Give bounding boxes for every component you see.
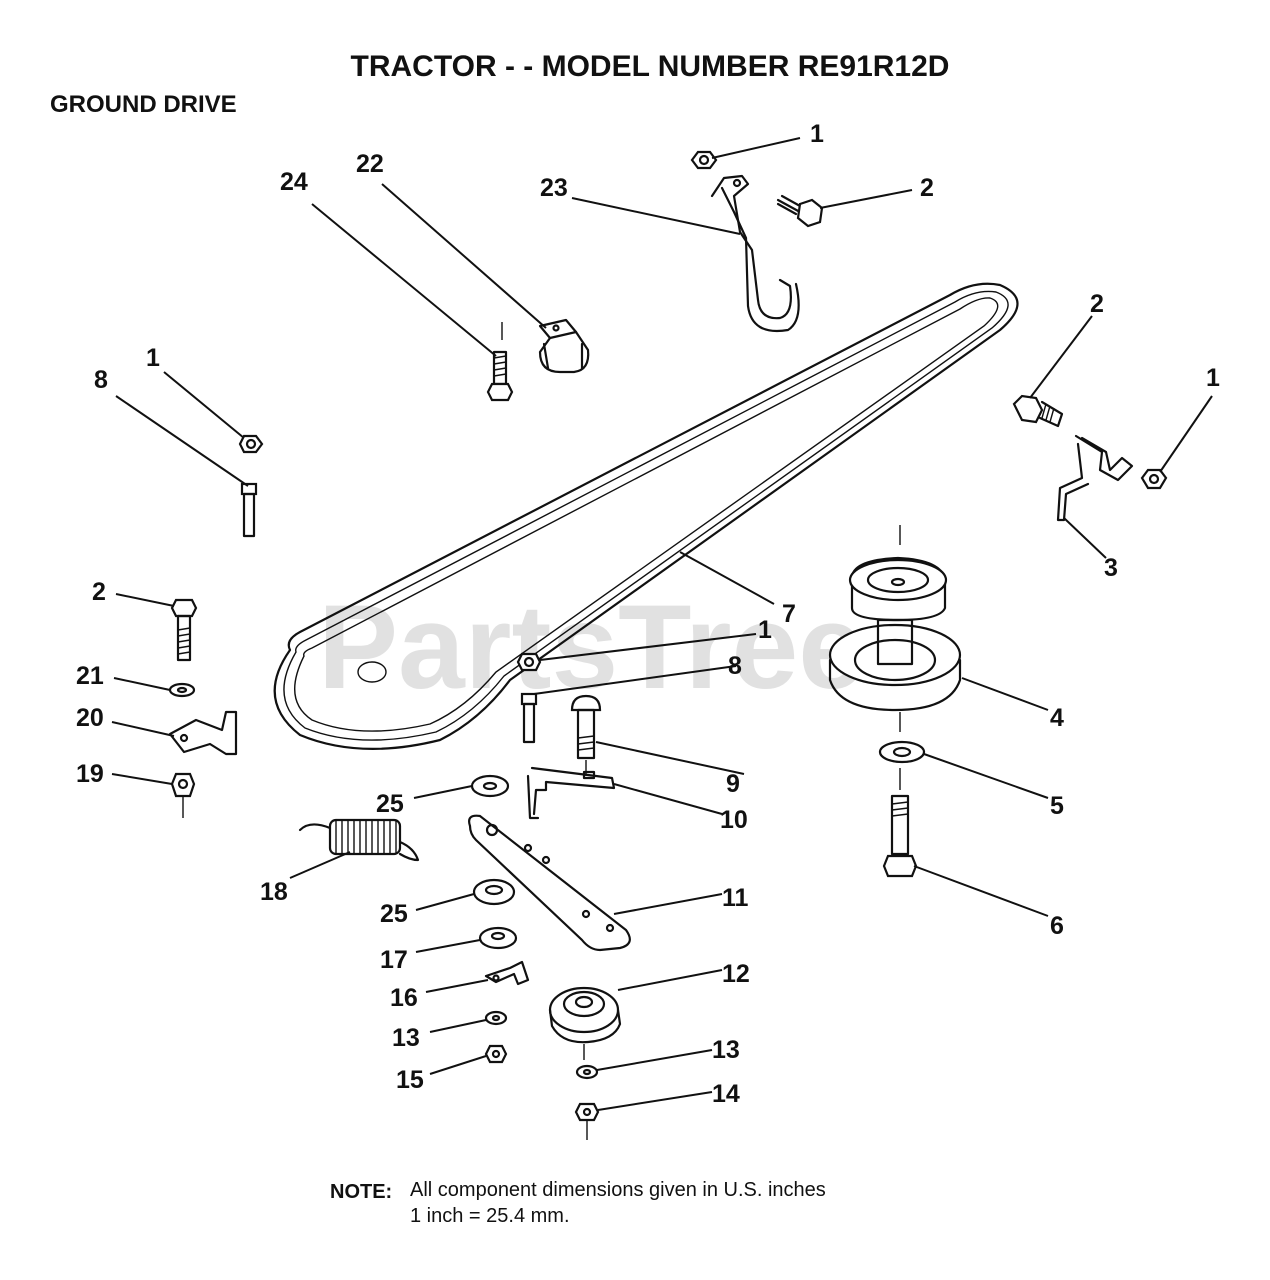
flat-washer-center bbox=[478, 926, 518, 950]
callout-13: 13 bbox=[712, 1036, 740, 1064]
callout-10: 10 bbox=[720, 806, 748, 834]
callout-1: 1 bbox=[1206, 364, 1220, 392]
callout-18: 18 bbox=[260, 878, 288, 906]
callout-14: 14 bbox=[712, 1080, 740, 1108]
callout-16: 16 bbox=[390, 984, 418, 1012]
hex-bolt-lower-left bbox=[170, 598, 198, 662]
bell-washer bbox=[878, 740, 926, 764]
callout-15: 15 bbox=[396, 1066, 424, 1094]
dimension-note: NOTE: All component dimensions given in … bbox=[330, 1179, 826, 1227]
callout-11: 11 bbox=[722, 884, 749, 912]
hex-nut-left bbox=[170, 772, 196, 818]
hex-screw bbox=[486, 322, 514, 402]
extension-spring bbox=[298, 818, 420, 862]
callout-1: 1 bbox=[758, 616, 772, 644]
callout-7: 7 bbox=[782, 600, 796, 628]
idler-arm bbox=[468, 814, 631, 952]
diagram-title: TRACTOR - - MODEL NUMBER RE91R12D bbox=[351, 50, 950, 83]
callout-17: 17 bbox=[380, 946, 408, 974]
callout-23: 23 bbox=[540, 174, 568, 202]
callout-20: 20 bbox=[76, 704, 104, 732]
callout-1: 1 bbox=[810, 120, 824, 148]
callout-4: 4 bbox=[1050, 704, 1064, 732]
hex-bolt-top bbox=[776, 194, 824, 228]
note-line-2: 1 inch = 25.4 mm. bbox=[410, 1205, 570, 1227]
belt-guide-bracket-top bbox=[710, 174, 800, 333]
callout-3: 3 bbox=[1104, 554, 1118, 582]
idler-stop-bracket bbox=[168, 710, 238, 756]
idler-lever bbox=[526, 766, 616, 820]
callout-25: 25 bbox=[380, 900, 408, 928]
callout-24: 24 bbox=[280, 168, 308, 196]
hex-bolt-right bbox=[1012, 394, 1064, 428]
lock-nut-top bbox=[690, 150, 718, 170]
callout-12: 12 bbox=[722, 960, 750, 988]
shoulder-stud-left bbox=[240, 482, 258, 538]
callout-labels: 1 2 23 24 22 2 1 1 8 3 7 2 1 8 4 21 20 1… bbox=[76, 120, 1220, 1108]
callout-5: 5 bbox=[1050, 792, 1064, 820]
shoulder-stud-center bbox=[520, 692, 538, 744]
callout-2: 2 bbox=[920, 174, 934, 202]
callout-21: 21 bbox=[76, 662, 104, 690]
callout-2: 2 bbox=[1090, 290, 1104, 318]
belt-keeper-clip bbox=[484, 960, 530, 986]
pulley-bolt bbox=[882, 768, 918, 878]
leader-lines bbox=[111, 137, 1213, 1111]
hex-nut-center bbox=[484, 1044, 508, 1064]
engine-pulley bbox=[828, 525, 962, 732]
callout-22: 22 bbox=[356, 150, 384, 178]
callout-2: 2 bbox=[92, 578, 106, 606]
lock-nut-left bbox=[238, 434, 264, 454]
callout-6: 6 bbox=[1050, 912, 1064, 940]
carriage-bolt bbox=[570, 694, 602, 776]
spacer-lower bbox=[472, 878, 516, 906]
note-line-1: All component dimensions given in U.S. i… bbox=[410, 1179, 826, 1201]
small-washer-left bbox=[484, 1010, 508, 1026]
callout-9: 9 bbox=[726, 770, 740, 798]
watermark: PartsTree bbox=[318, 580, 865, 714]
lock-nut-right bbox=[1140, 468, 1168, 490]
flat-washer-left bbox=[168, 682, 196, 698]
belt bbox=[273, 282, 1019, 750]
note-label: NOTE: bbox=[330, 1181, 392, 1203]
idler-pulley bbox=[548, 986, 622, 1060]
spacer-upper bbox=[470, 774, 510, 798]
belt-guide-left bbox=[538, 318, 590, 374]
lock-nut-center bbox=[516, 652, 542, 672]
callout-8: 8 bbox=[728, 652, 742, 680]
callout-25: 25 bbox=[376, 790, 404, 818]
section-title: GROUND DRIVE bbox=[50, 91, 237, 118]
callout-1: 1 bbox=[146, 344, 160, 372]
callout-13: 13 bbox=[392, 1024, 420, 1052]
callout-8: 8 bbox=[94, 366, 108, 394]
lock-nut-bottom bbox=[574, 1102, 600, 1140]
belt-guide-bracket-right bbox=[1056, 434, 1134, 522]
callout-19: 19 bbox=[76, 760, 104, 788]
small-washer-right bbox=[575, 1064, 599, 1080]
